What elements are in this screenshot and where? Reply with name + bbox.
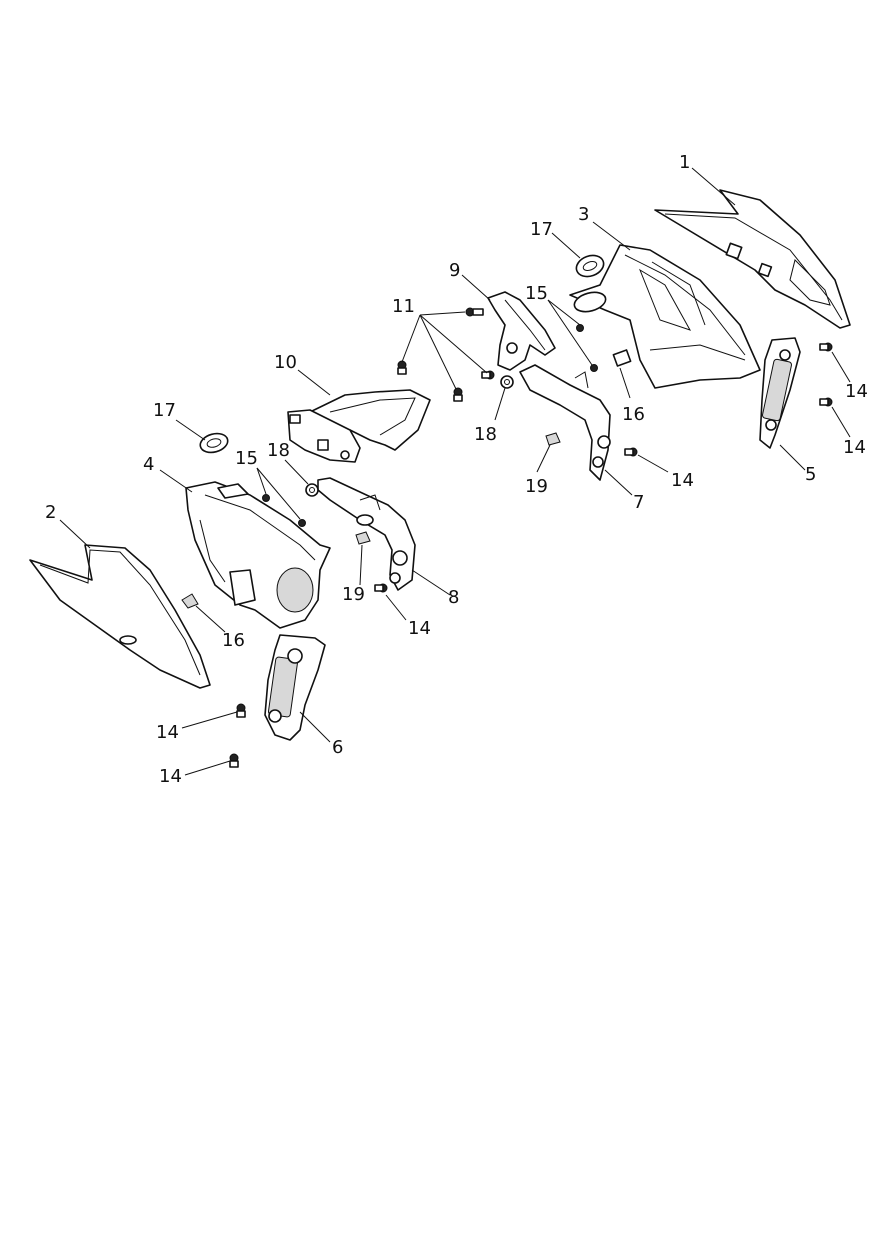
- label-14-d: 14: [408, 618, 431, 639]
- bolt-11-a: [465, 307, 484, 317]
- bolt-14-d: [374, 583, 388, 593]
- label-19-right: 19: [525, 476, 548, 497]
- bolt-14-c: [624, 447, 638, 457]
- label-16-left: 16: [222, 630, 245, 651]
- screw-15-b: [590, 364, 598, 372]
- label-2: 2: [45, 502, 56, 523]
- label-14-f: 14: [159, 766, 182, 787]
- label-7: 7: [633, 492, 644, 513]
- label-14-b: 14: [843, 437, 866, 458]
- part-9-bracket: [487, 291, 556, 371]
- label-3: 3: [578, 204, 589, 225]
- bolt-14-b: [819, 397, 833, 407]
- label-8: 8: [448, 587, 459, 608]
- label-17-right: 17: [530, 219, 553, 240]
- nut-18-a: [500, 375, 514, 389]
- bolt-14-f: [229, 753, 239, 768]
- pad-16-b: [181, 593, 199, 609]
- bolt-11-b: [397, 360, 407, 375]
- screw-15-a: [576, 324, 584, 332]
- label-14-c: 14: [671, 470, 694, 491]
- label-4: 4: [143, 454, 154, 475]
- label-15-left: 15: [235, 448, 258, 469]
- label-11: 11: [392, 296, 415, 317]
- fasteners: [181, 307, 833, 768]
- screw-15-c: [262, 494, 270, 502]
- label-9: 9: [449, 260, 460, 281]
- bolt-11-d: [453, 387, 463, 402]
- label-10: 10: [274, 352, 297, 373]
- part-8-stay-bracket: [317, 477, 416, 591]
- pad-16-a: [612, 349, 632, 367]
- part-2-large-panel: [29, 544, 211, 689]
- label-18-right: 18: [474, 424, 497, 445]
- part-1-side-panel: [654, 189, 851, 329]
- label-14-e: 14: [156, 722, 179, 743]
- part-17-grommet-right: [575, 254, 605, 278]
- part-17-grommet-left: [199, 432, 229, 454]
- label-17-left: 17: [153, 400, 176, 421]
- leader-lines: [59, 167, 851, 776]
- label-19-left: 19: [342, 584, 365, 605]
- label-16-right: 16: [622, 404, 645, 425]
- part-4-left-cover: [185, 481, 331, 629]
- bolt-11-c: [481, 370, 495, 380]
- label-1: 1: [679, 152, 690, 173]
- bolt-14-a: [819, 342, 833, 352]
- nut-18-b: [305, 483, 319, 497]
- screw-15-d: [298, 519, 306, 527]
- part-7-stay-bracket: [519, 364, 611, 481]
- label-14-a: 14: [845, 381, 868, 402]
- bolt-14-e: [236, 703, 246, 718]
- label-18-left: 18: [267, 440, 290, 461]
- clip-19-b: [355, 531, 371, 545]
- part-6-small-cover-left: [264, 634, 326, 741]
- label-6: 6: [332, 737, 343, 758]
- clip-19-a: [545, 432, 561, 446]
- label-5: 5: [805, 464, 816, 485]
- part-10-centre-cover: [287, 389, 431, 463]
- label-15-right: 15: [525, 283, 548, 304]
- part-5-small-cover-right: [759, 337, 801, 449]
- callout-labels: 1 3 17 9 11 15 16 14 14 5 14 7 18 19 10 …: [45, 152, 868, 787]
